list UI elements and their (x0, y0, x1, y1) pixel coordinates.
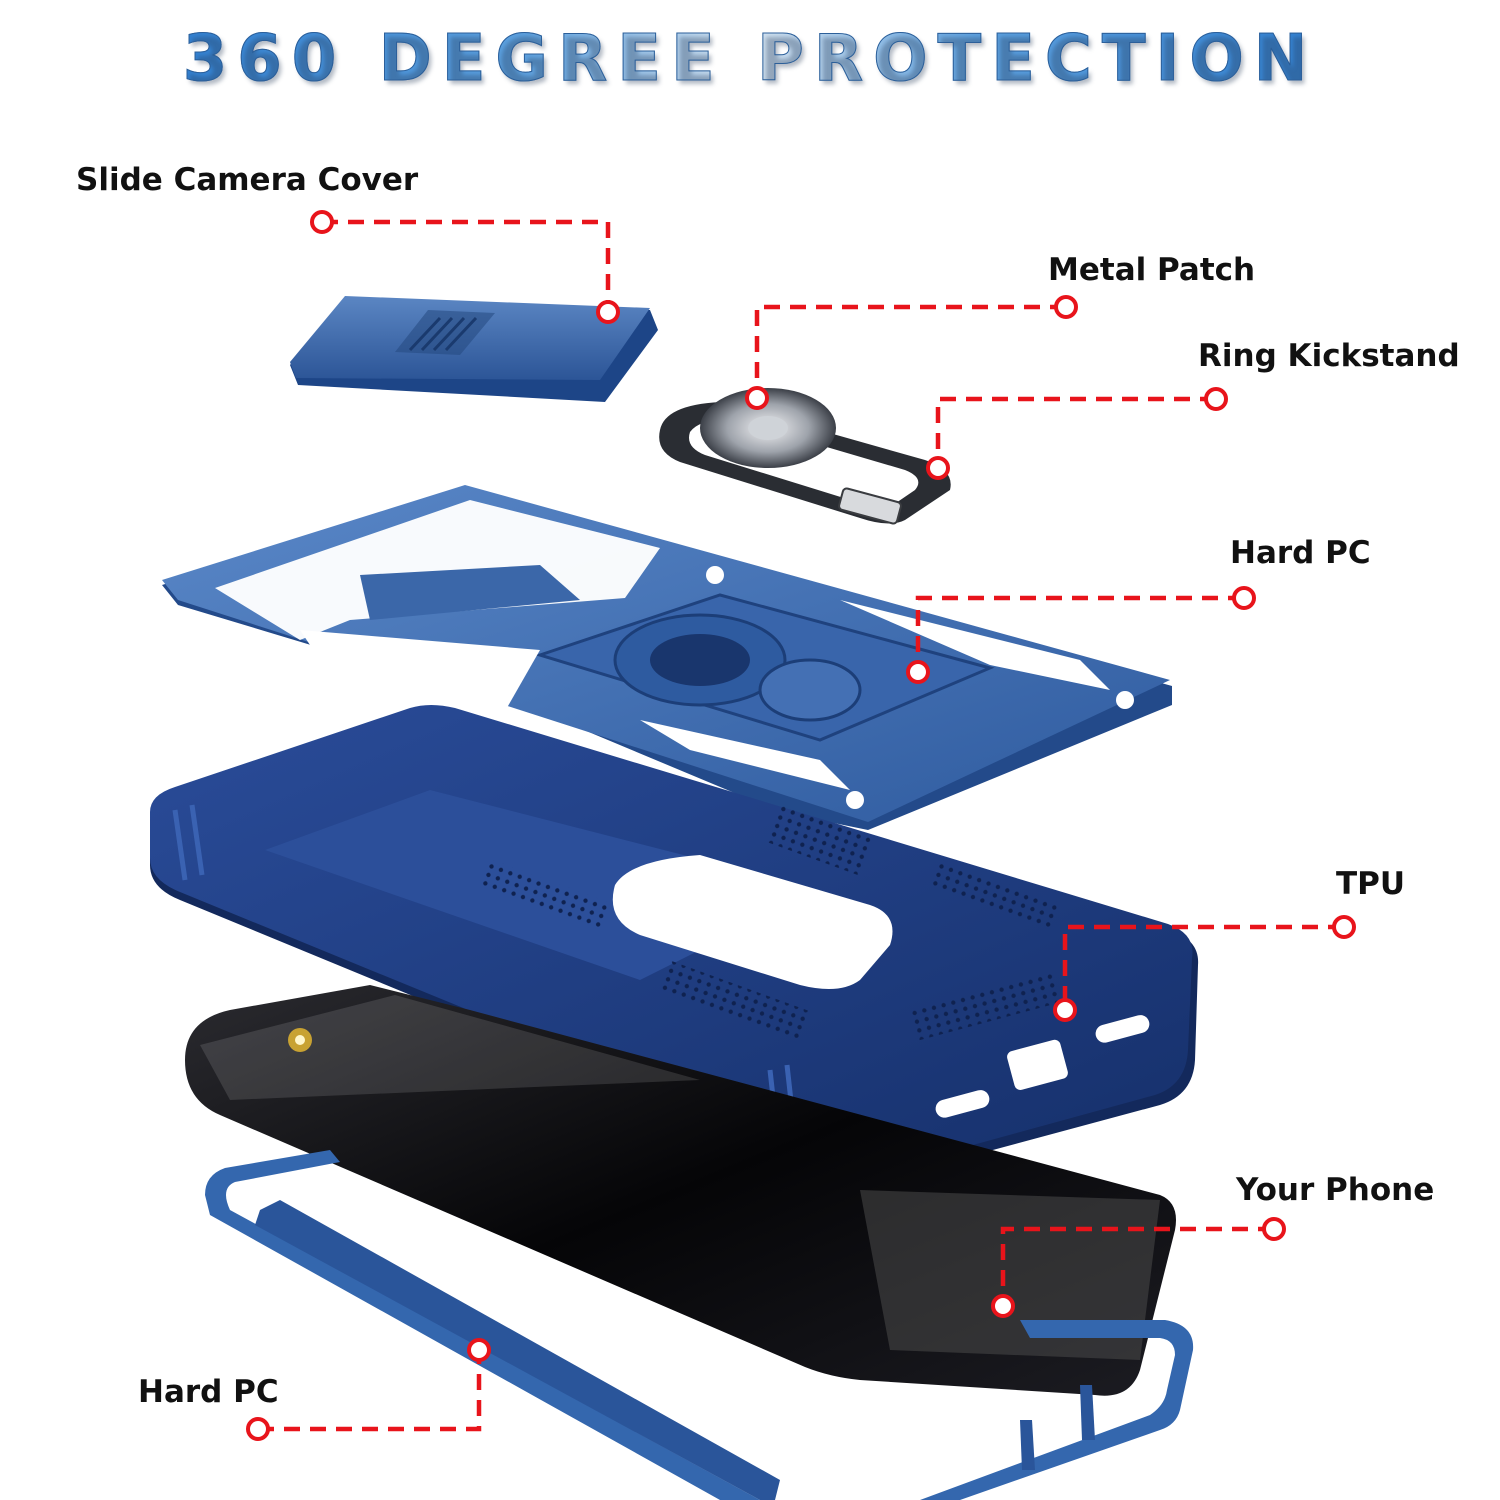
leader-metal-patch (754, 304, 1066, 398)
leader-ring-kickstand (935, 396, 1216, 468)
leader-your-phone (1000, 1226, 1274, 1306)
leader-tpu (1062, 924, 1344, 1010)
label-ring-kickstand: Ring Kickstand (1198, 338, 1460, 374)
hard-pc-top-frame (162, 485, 1172, 830)
phone (185, 985, 1176, 1396)
leader-lines (258, 219, 1344, 1432)
headline: 360 DEGREE PROTECTION (0, 22, 1500, 97)
callout-markers (246, 210, 1356, 1441)
label-hard-pc-bottom: Hard PC (138, 1374, 279, 1410)
leader-hard-pc-top (915, 595, 1244, 672)
tpu-case (150, 705, 1199, 1179)
leader-hard-pc-bottom (258, 1350, 482, 1432)
label-your-phone: Your Phone (1236, 1172, 1435, 1208)
leader-slide-camera-cover (322, 219, 611, 312)
label-tpu: TPU (1336, 866, 1406, 902)
label-hard-pc-top: Hard PC (1230, 535, 1371, 571)
ring-kickstand (659, 388, 951, 525)
label-metal-patch: Metal Patch (1048, 252, 1256, 288)
hard-pc-bottom-frame (205, 1150, 1194, 1500)
label-slide-camera-cover: Slide Camera Cover (76, 162, 419, 198)
slide-camera-cover (290, 296, 658, 402)
